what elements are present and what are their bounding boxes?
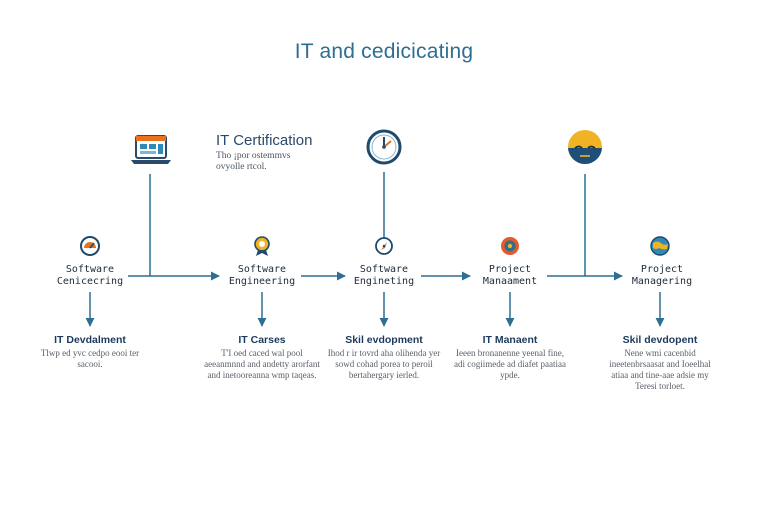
subitem-title-3: Skil evdopment (345, 334, 423, 346)
certification-title: IT Certification (216, 132, 313, 149)
laptop-icon (131, 135, 171, 164)
target-icon (501, 237, 519, 255)
subitem-title-2: IT Carses (238, 334, 286, 346)
award-icon (254, 236, 270, 256)
subitem-title-5: Skil devdopent (622, 334, 698, 346)
globe-icon (650, 236, 670, 256)
subitem-title-4: IT Manaent (482, 334, 538, 346)
compass-icon (375, 237, 393, 255)
subitem-desc-1: Tlwp ed yvc cedpo eooi ter sacooi. (40, 348, 140, 369)
gauge-icon (80, 236, 100, 256)
node-project-managering: Project Managering (625, 262, 699, 290)
node-project-manaament: Project Manaament (473, 262, 547, 290)
node-software-cenicecring: Software Cenicecring (53, 262, 127, 290)
subitem-desc-3: Ihod r ir tovrd aha olihenda yer sowd co… (327, 348, 441, 380)
subitem-desc-5: Nene wmi cacenbid ineetenbrsaasat and Io… (609, 348, 711, 391)
subitem-title-1: IT Devdalment (54, 334, 126, 346)
node-software-engineting: Software Engineting (347, 262, 421, 290)
clock-icon (366, 129, 402, 165)
diagram-title: IT and cedicicating (294, 40, 474, 63)
node-software-engineering: Software Engineering (225, 262, 299, 290)
emoji-face-icon (568, 130, 602, 164)
subitem-desc-2: T'I oed caced wal pool aeeanmnnd and and… (204, 348, 320, 380)
subitem-desc-4: Ieeen bronanenne yeenal fine, adi cogiim… (454, 348, 566, 380)
certification-description: Tho ¡por ostemmvs ovyolle rtcol. (216, 151, 291, 172)
